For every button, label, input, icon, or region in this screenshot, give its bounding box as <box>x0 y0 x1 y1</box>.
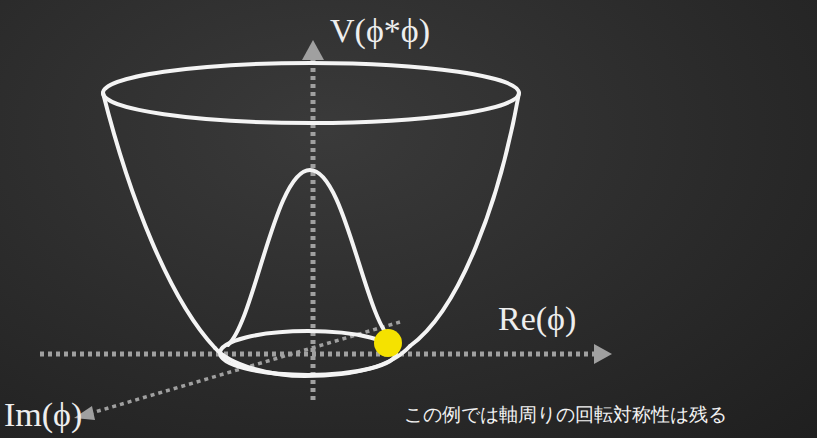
real-axis <box>40 352 598 357</box>
axes <box>40 58 598 414</box>
imaginary-axis <box>88 322 400 414</box>
axis-heads <box>74 40 612 420</box>
arrow-head <box>594 344 612 364</box>
left-wall <box>103 93 215 348</box>
axis-label: V(ϕ*ϕ) <box>330 14 430 48</box>
arrow-head <box>302 40 324 60</box>
note-text: この例では軸周りの回転対称性は残る <box>404 405 727 424</box>
mexican-hat <box>103 63 519 376</box>
axis-label: Re(ϕ) <box>498 302 576 336</box>
central-hump <box>228 170 392 345</box>
top-rim <box>103 63 519 123</box>
axis-label: Im(ϕ) <box>4 398 82 432</box>
vacuum-ball <box>374 329 402 357</box>
